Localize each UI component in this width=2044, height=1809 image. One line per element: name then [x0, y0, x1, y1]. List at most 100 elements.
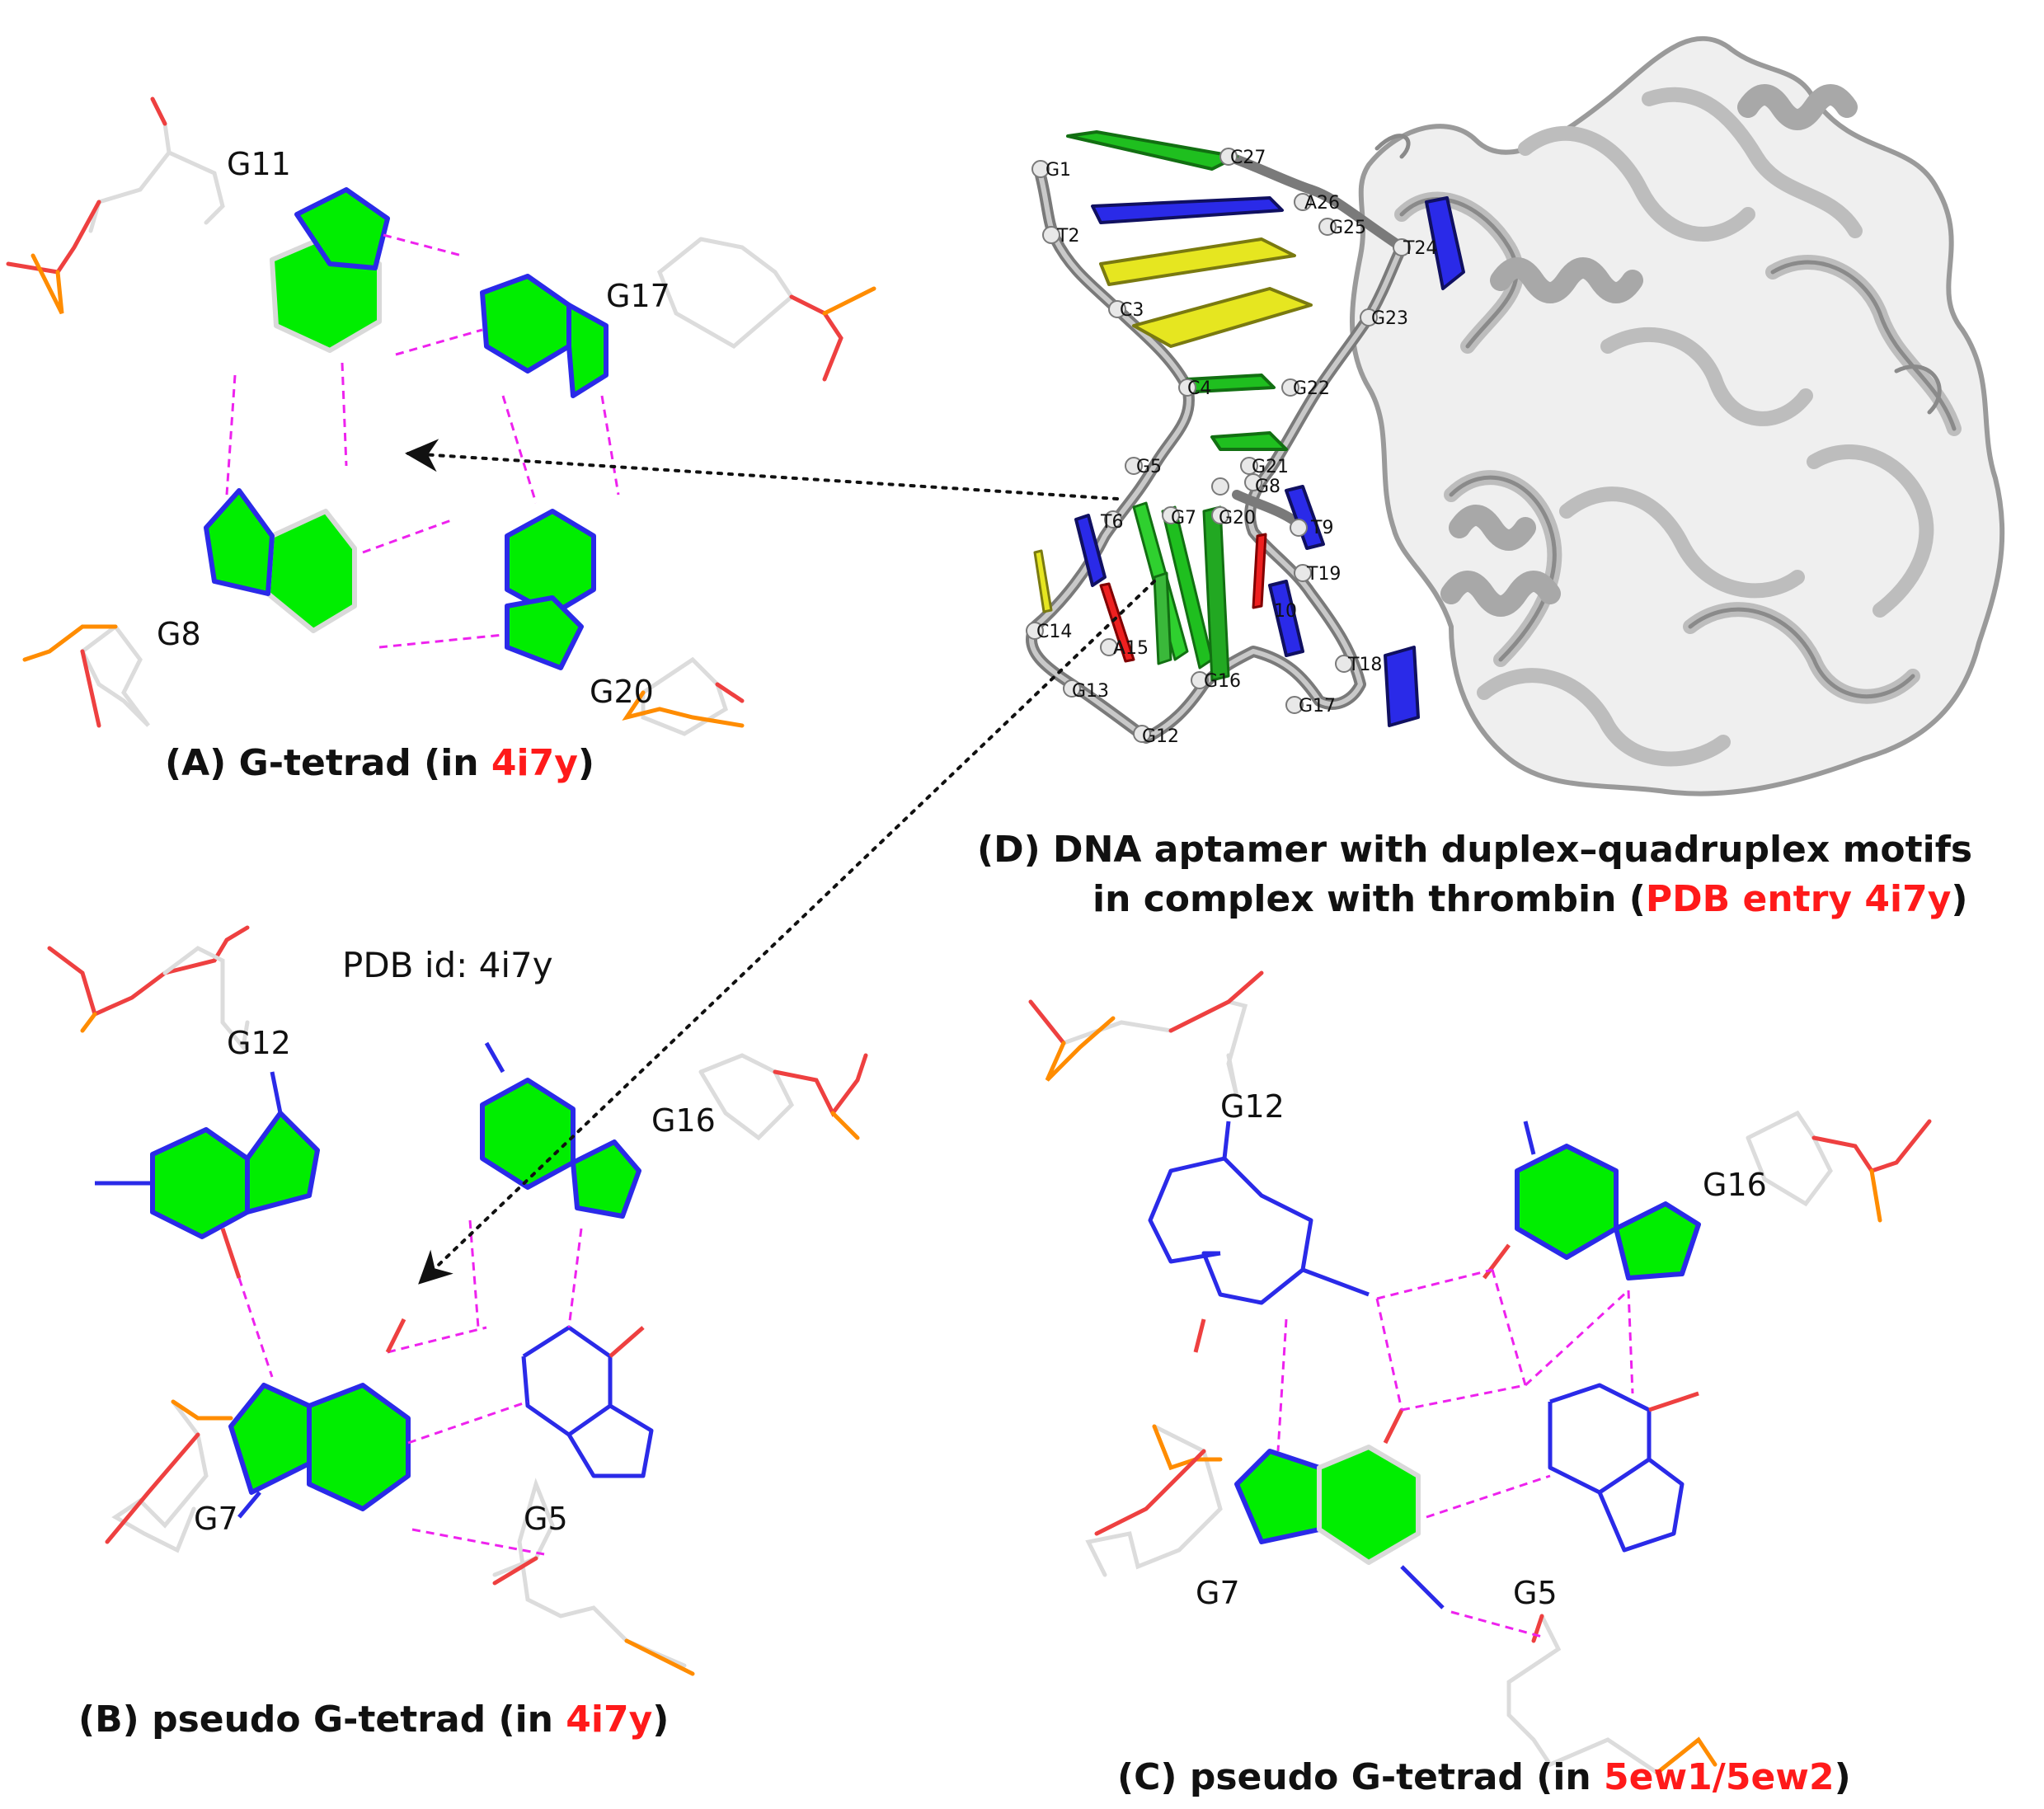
- panel-b-pdb-id-label: PDB id: 4i7y: [342, 945, 553, 985]
- base-g5-ring: [521, 1325, 613, 1437]
- panel-b-backbone: [47, 925, 868, 1676]
- slab-red-a15: [1099, 582, 1135, 663]
- res-label-g1: G1: [1045, 160, 1071, 181]
- panel-a-caption: (A) G-tetrad (in 4i7y): [165, 742, 594, 784]
- res-label-t18: T18: [1347, 655, 1382, 675]
- panel-c-caption: (C) pseudo G-tetrad (in 5ew1/5ew2): [1117, 1756, 1851, 1798]
- dna-residue-labels: G1 T2 C3 C4 G5 T6 G7 G8 T9 G20 T19 C14 A…: [1036, 148, 1437, 747]
- panel-a-g-tetrad: G11 G17 G8 G20 (A) G-tetrad (in 4i7y): [6, 96, 876, 784]
- slab-gq-4: [1153, 571, 1172, 665]
- panel-a-caption-post: ): [578, 742, 594, 784]
- base-c-g12-ring5: [1148, 1156, 1225, 1264]
- slab-t18: [1384, 646, 1420, 727]
- panel-c-caption-highlight: 5ew1/5ew2: [1604, 1756, 1835, 1798]
- panel-b-caption-pre: (B) pseudo G-tetrad (in: [78, 1699, 566, 1741]
- res-label-c14: C14: [1036, 622, 1072, 642]
- arrow-d-to-a: [405, 439, 1119, 500]
- res-label-g12: G12: [1142, 726, 1179, 747]
- panel-a-caption-pre: (A) G-tetrad (in: [165, 742, 491, 784]
- base-g7-pent: [228, 1383, 312, 1495]
- panel-c-label-g16: G16: [1703, 1167, 1767, 1203]
- res-label-t10: 10: [1274, 601, 1297, 622]
- res-label-g13: G13: [1072, 681, 1109, 702]
- res-label-a15: A15: [1113, 638, 1149, 659]
- panel-b-caption: (B) pseudo G-tetrad (in 4i7y): [78, 1699, 669, 1741]
- res-label-g5: G5: [1136, 457, 1162, 477]
- panel-c-label-g12: G12: [1220, 1088, 1285, 1125]
- res-label-t24: T24: [1403, 238, 1437, 259]
- panel-c-pseudo-g-tetrad: G12 G16 G7 G5 (C) pseudo G-tetrad (in 5e…: [1028, 970, 1932, 1798]
- panel-c-caption-pre: (C) pseudo G-tetrad (in: [1117, 1756, 1604, 1798]
- base-c-g16-hex: [1515, 1144, 1619, 1260]
- base-c-g7-hex: [1317, 1445, 1421, 1565]
- panel-d-aptamer-thrombin-complex: G1 T2 C3 C4 G5 T6 G7 G8 T9 G20 T19 C14 A…: [977, 36, 2005, 920]
- res-label-g25: G25: [1329, 218, 1366, 238]
- res-label-t19: T19: [1306, 564, 1341, 585]
- panel-d-caption-line2-post: ): [1951, 878, 1967, 920]
- panel-a-label-g8: G8: [157, 616, 201, 652]
- panel-b-caption-post: ): [652, 1699, 669, 1741]
- panel-b-hbonds: [237, 1219, 583, 1556]
- res-label-c27: C27: [1230, 148, 1266, 168]
- slab-c4-g23: [1132, 287, 1313, 348]
- base-g11-pent: [294, 187, 390, 270]
- res-label-g17: G17: [1299, 696, 1336, 717]
- base-g12-hex: [150, 1127, 250, 1239]
- panel-a-caption-highlight: 4i7y: [491, 742, 578, 784]
- base-c-g12-ring6: [1201, 1157, 1313, 1305]
- panel-a-hbonds: [225, 233, 620, 649]
- panel-c-label-g5: G5: [1513, 1575, 1558, 1611]
- res-label-a26: A26: [1304, 193, 1340, 214]
- base-c-g16-pent: [1614, 1201, 1701, 1280]
- panel-d-caption-line2-highlight: PDB entry 4i7y: [1646, 878, 1952, 920]
- panel-d-caption-line2-pre: in complex with thrombin (: [1092, 878, 1646, 920]
- panel-c-caption-post: ): [1835, 1756, 1851, 1798]
- connector-arrows: [405, 439, 1156, 1285]
- res-label-c4: C4: [1187, 378, 1211, 399]
- panel-c-backbone: [1028, 970, 1932, 1776]
- arrow-d-to-b: [418, 580, 1156, 1285]
- dna-residue-nodes: [1026, 148, 1411, 743]
- base-g7-hex: [307, 1383, 411, 1511]
- res-label-g7: G7: [1171, 508, 1196, 529]
- base-g20-pent: [505, 595, 584, 670]
- res-label-g20: G20: [1219, 508, 1256, 529]
- res-label-t6: T6: [1100, 512, 1123, 533]
- base-g8-pent: [204, 488, 275, 596]
- base-g17-pent: [566, 303, 609, 398]
- slab-c3-g25: [1099, 237, 1296, 286]
- base-g17-hex: [480, 274, 571, 374]
- slab-t24: [1425, 196, 1465, 290]
- panel-b-stubs: [95, 1041, 505, 1519]
- res-label-g22: G22: [1293, 378, 1330, 399]
- panel-b-caption-highlight: 4i7y: [566, 1699, 652, 1741]
- panel-b-label-g5: G5: [524, 1501, 568, 1537]
- slab-g1-c27: [1066, 130, 1238, 171]
- panel-b-label-g16: G16: [651, 1102, 716, 1139]
- slab-t2-a26: [1091, 196, 1284, 224]
- panel-a-label-g17: G17: [606, 278, 670, 314]
- base-c-g5-ring5: [1597, 1458, 1685, 1553]
- panel-b-bases: [150, 1078, 654, 1511]
- panel-b-label-g7: G7: [194, 1501, 238, 1537]
- base-g5-ring5: [566, 1403, 654, 1478]
- slab-t10: [1268, 580, 1304, 657]
- base-c-g5-ring6: [1548, 1383, 1652, 1495]
- panel-a-backbone: [6, 96, 876, 736]
- res-label-g16: G16: [1204, 671, 1241, 692]
- dna-base-slabs: [1033, 130, 1465, 727]
- panel-a-bases: [204, 187, 609, 670]
- base-g8-hex: [265, 509, 357, 633]
- res-label-g23: G23: [1371, 308, 1408, 329]
- slab-yellow-left: [1033, 549, 1053, 613]
- panel-c-label-g7: G7: [1196, 1575, 1240, 1611]
- res-label-g21: G21: [1252, 457, 1289, 477]
- base-g20-hex: [505, 509, 596, 617]
- panel-b-pseudo-g-tetrad: PDB id: 4i7y: [47, 925, 868, 1741]
- panel-d-caption-line1: (D) DNA aptamer with duplex–quadruplex m…: [977, 829, 1972, 871]
- panel-a-label-g20: G20: [590, 674, 654, 710]
- thrombin-protein-cartoon: [1350, 36, 2005, 796]
- panel-d-caption-line2: in complex with thrombin (PDB entry 4i7y…: [1092, 878, 1968, 920]
- res-label-t2: T2: [1056, 226, 1079, 247]
- base-g16-hex: [480, 1078, 576, 1190]
